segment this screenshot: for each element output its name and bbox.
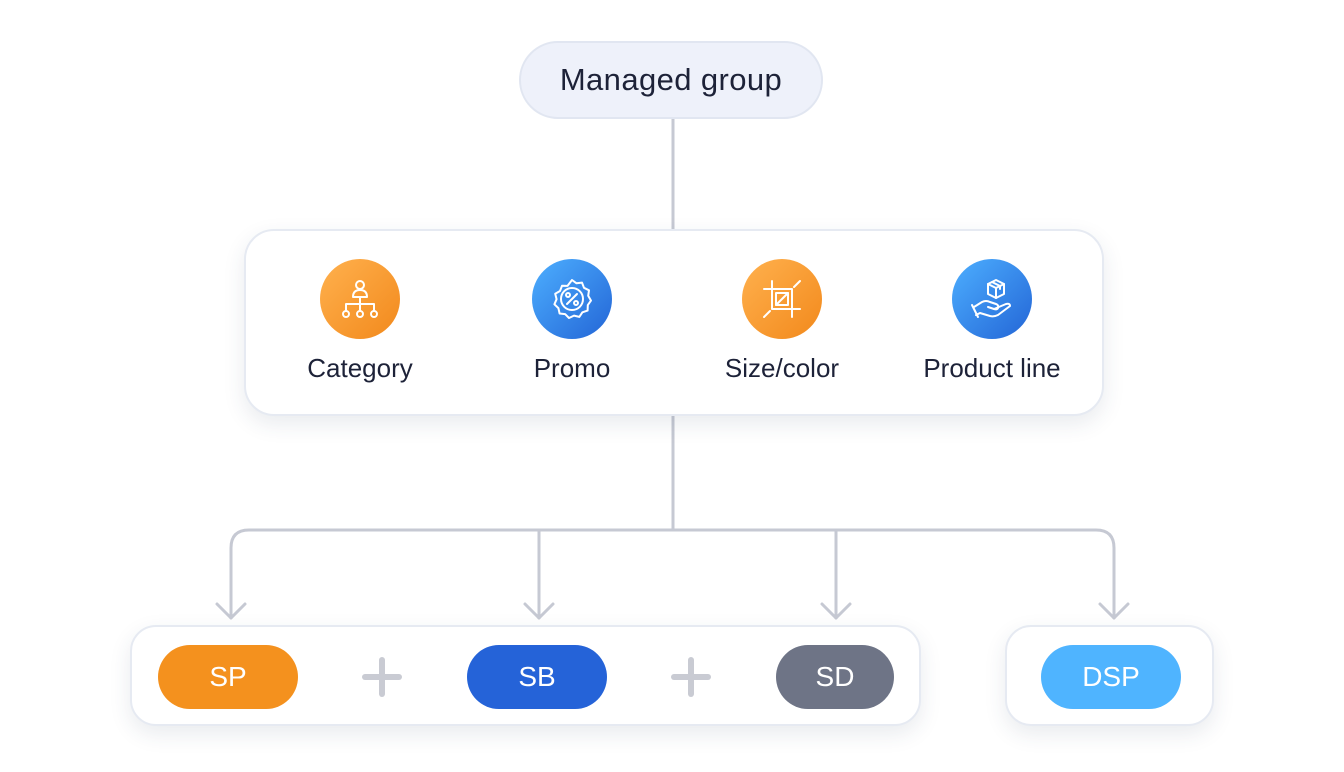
sb-label: SB (518, 661, 556, 692)
grouping-type-label: Promo (533, 353, 611, 383)
arrowhead-sp (215, 602, 247, 620)
grouping-type-product-line: Product line (882, 259, 1102, 384)
plus-icon (671, 657, 711, 697)
grouping-type-label: Size/color (724, 353, 840, 383)
arrowhead-dsp (1098, 602, 1130, 620)
hand-box-icon (952, 259, 1032, 339)
sd-badge: SD (776, 645, 894, 709)
campaign-types-card: SP SB SD (130, 625, 921, 726)
percent-badge-icon (532, 259, 612, 339)
sp-label: SP (209, 661, 247, 692)
sb-badge: SB (467, 645, 607, 709)
sd-label: SD (815, 661, 855, 692)
grouping-type-category: Category (250, 259, 470, 384)
crop-resize-icon (742, 259, 822, 339)
grouping-type-label: Category (307, 353, 413, 383)
grouping-type-size-color: Size/color (672, 259, 892, 384)
org-hierarchy-icon (320, 259, 400, 339)
dsp-card: DSP (1005, 625, 1214, 726)
grouping-type-label: Product line (923, 353, 1061, 383)
arrowhead-sd (820, 602, 852, 620)
dsp-label: DSP (1082, 661, 1140, 692)
branch-bar (229, 528, 1116, 620)
managed-group-label: Managed group (559, 62, 783, 97)
sp-badge: SP (158, 645, 298, 709)
dsp-badge: DSP (1041, 645, 1181, 709)
grouping-types-card: Category Promo Size/color (244, 229, 1104, 416)
grouping-type-promo: Promo (462, 259, 682, 384)
managed-group-node: Managed group (519, 41, 823, 119)
plus-icon (362, 657, 402, 697)
arrowhead-sb (523, 602, 555, 620)
